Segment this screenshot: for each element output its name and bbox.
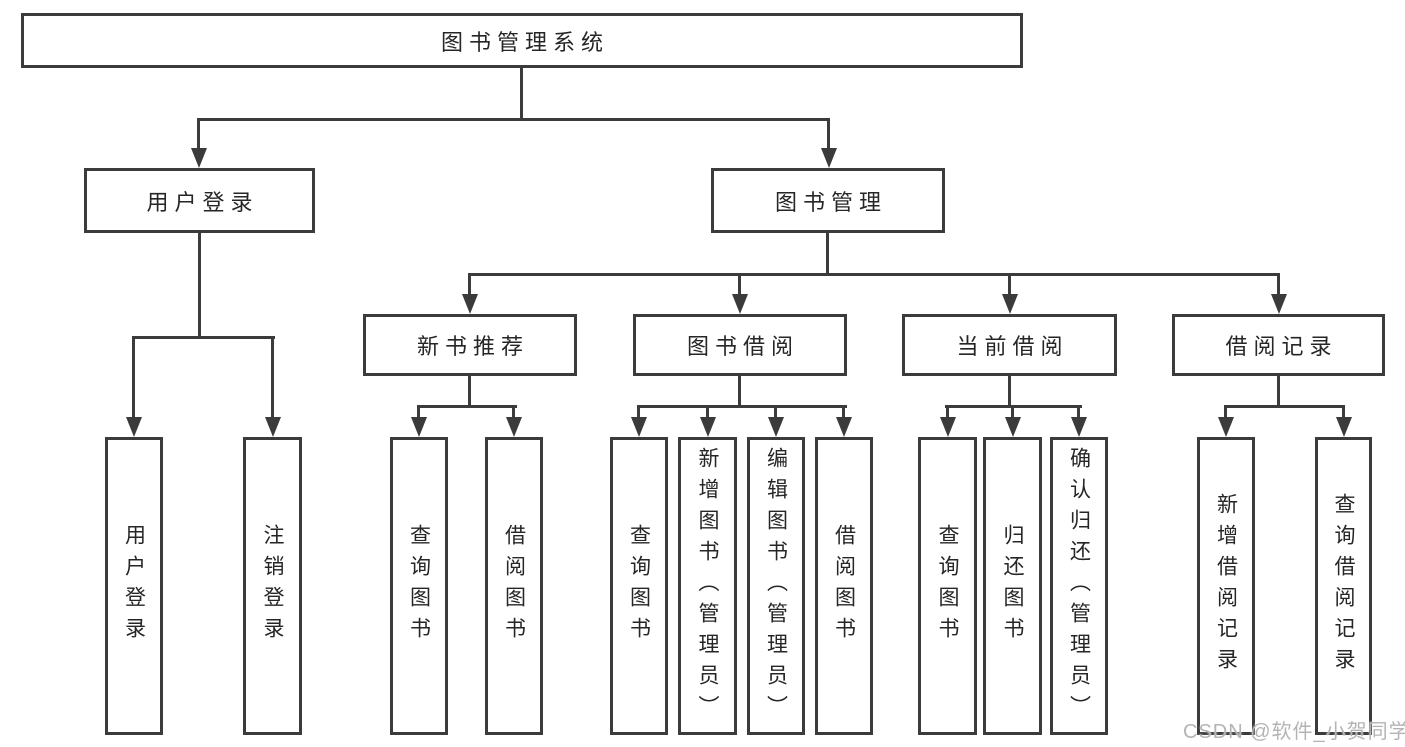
arrow-down-to-return-books <box>1011 405 1014 417</box>
node-borrowing-records: 借阅记录 <box>1172 314 1385 376</box>
arrow-down-to-query-books-3 <box>946 405 949 417</box>
node-book-borrowing: 图书借阅 <box>633 314 847 376</box>
node-label: 借阅记录 <box>1225 334 1338 359</box>
node-label: 查询图书 <box>936 524 959 648</box>
node-label: 编辑图书（管理员） <box>764 446 788 726</box>
node-label: 新增借阅记录 <box>1214 493 1238 679</box>
leaf-logout-login: 注销登录 <box>243 437 302 735</box>
leaf-edit-book-admin: 编辑图书（管理员） <box>747 437 805 735</box>
arrow-down-to-query-books-1 <box>417 405 420 417</box>
arrow-down-to-leaf-user-login <box>132 336 135 417</box>
connector-rail-book-borrowing <box>637 405 847 408</box>
arrow-down-to-current-borrowing <box>1008 273 1011 294</box>
leaf-confirm-return-admin: 确认归还（管理员） <box>1050 437 1108 735</box>
node-label: 归还图书 <box>1001 524 1024 648</box>
connector-root-stem <box>520 68 523 118</box>
arrow-down-to-new-book-recommend <box>468 273 471 294</box>
arrow-down-to-query-books-2 <box>637 405 640 417</box>
leaf-borrow-books-2: 借阅图书 <box>815 437 873 735</box>
node-label: 借阅图书 <box>832 524 856 648</box>
node-label: 确认归还（管理员） <box>1067 446 1091 726</box>
node-label: 查询图书 <box>407 524 431 648</box>
node-label: 查询图书 <box>627 524 651 648</box>
connector-user-login-stem <box>198 233 201 336</box>
connector-rail-level1 <box>197 118 830 121</box>
connector-rail-level3 <box>468 273 1280 276</box>
arrow-down-to-query-borrow-record <box>1342 405 1345 417</box>
node-label: 用户登录 <box>146 189 259 215</box>
leaf-borrow-books-1: 借阅图书 <box>485 437 543 735</box>
arrow-down-to-user-login <box>197 118 200 148</box>
arrow-down-to-borrowing-records <box>1277 273 1280 294</box>
node-label: 查询借阅记录 <box>1332 493 1355 679</box>
arrow-down-to-borrow-books-2 <box>842 405 845 417</box>
node-new-book-recommend: 新书推荐 <box>363 314 577 376</box>
node-label: 新增图书（管理员） <box>696 446 719 726</box>
connector-new-book-stem <box>468 376 471 406</box>
node-book-management: 图书管理 <box>711 168 945 233</box>
leaf-add-borrow-record: 新增借阅记录 <box>1197 437 1255 735</box>
arrow-down-to-leaf-logout <box>271 336 274 417</box>
leaf-user-login: 用户登录 <box>105 437 163 735</box>
node-library-management-system: 图书管理系统 <box>21 13 1023 68</box>
arrow-down-to-book-management <box>827 118 830 148</box>
connector-borrowing-records-stem <box>1277 376 1280 406</box>
connector-book-borrowing-stem <box>738 376 741 406</box>
node-current-borrowing: 当前借阅 <box>902 314 1117 376</box>
arrow-down-to-confirm-return <box>1077 405 1080 417</box>
connector-rail-user-login <box>132 336 275 339</box>
node-user-login: 用户登录 <box>84 168 315 233</box>
arrow-down-to-add-borrow-record <box>1224 405 1227 417</box>
leaf-query-books-3: 查询图书 <box>918 437 977 735</box>
node-label: 用户登录 <box>122 524 146 648</box>
leaf-query-borrow-record: 查询借阅记录 <box>1315 437 1372 735</box>
node-label: 借阅图书 <box>502 524 526 648</box>
connector-rail-borrowing-records <box>1224 405 1345 408</box>
node-label: 注销登录 <box>261 524 284 648</box>
csdn-watermark: CSDN @软件_小贺同学 <box>1183 721 1405 743</box>
arrow-down-to-book-borrowing <box>738 273 741 294</box>
node-label: 新书推荐 <box>416 334 529 359</box>
node-label: 图书管理 <box>774 189 887 215</box>
leaf-query-books-2: 查询图书 <box>610 437 668 735</box>
arrow-down-to-edit-book <box>774 405 777 417</box>
leaf-return-books: 归还图书 <box>983 437 1042 735</box>
connector-book-management-stem <box>826 233 829 273</box>
node-label: 当前借阅 <box>956 334 1069 359</box>
connector-rail-new-book <box>417 405 517 408</box>
connector-current-borrowing-stem <box>1008 376 1011 406</box>
node-label: 图书管理系统 <box>440 29 609 55</box>
leaf-add-book-admin: 新增图书（管理员） <box>678 437 737 735</box>
arrow-down-to-add-book <box>706 405 709 417</box>
arrow-down-to-borrow-books-1 <box>512 405 515 417</box>
node-label: 图书借阅 <box>686 334 799 359</box>
leaf-query-books-1: 查询图书 <box>390 437 448 735</box>
